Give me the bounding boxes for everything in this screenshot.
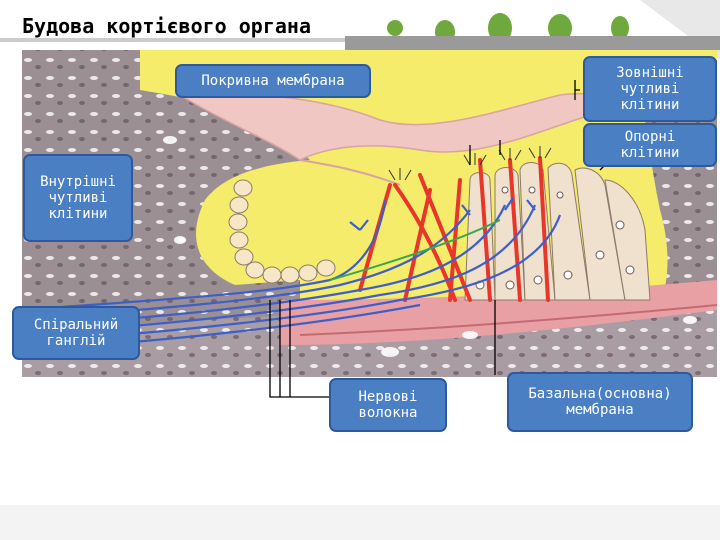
label-basilar-membrane: Базальна(основна) мембрана <box>507 372 693 432</box>
label-inner-hair-cells: Внутрішні чутливі клітини <box>23 154 133 242</box>
decor-dot <box>611 16 629 40</box>
label-covering-membrane: Покривна мембрана <box>175 64 371 98</box>
decor-dot <box>548 14 572 42</box>
label-spiral-ganglion: Спіральний ганглій <box>12 306 140 360</box>
decor-dot <box>387 20 403 36</box>
label-outer-hair-cells: Зовнішні чутливі клітини <box>583 56 717 122</box>
label-nerve-fibers: Нервові волокна <box>329 378 447 432</box>
decor-dot <box>488 13 512 43</box>
label-support-cells: Опорні клітини <box>583 123 717 167</box>
slide-title: Будова кортієвого органа <box>22 14 311 38</box>
